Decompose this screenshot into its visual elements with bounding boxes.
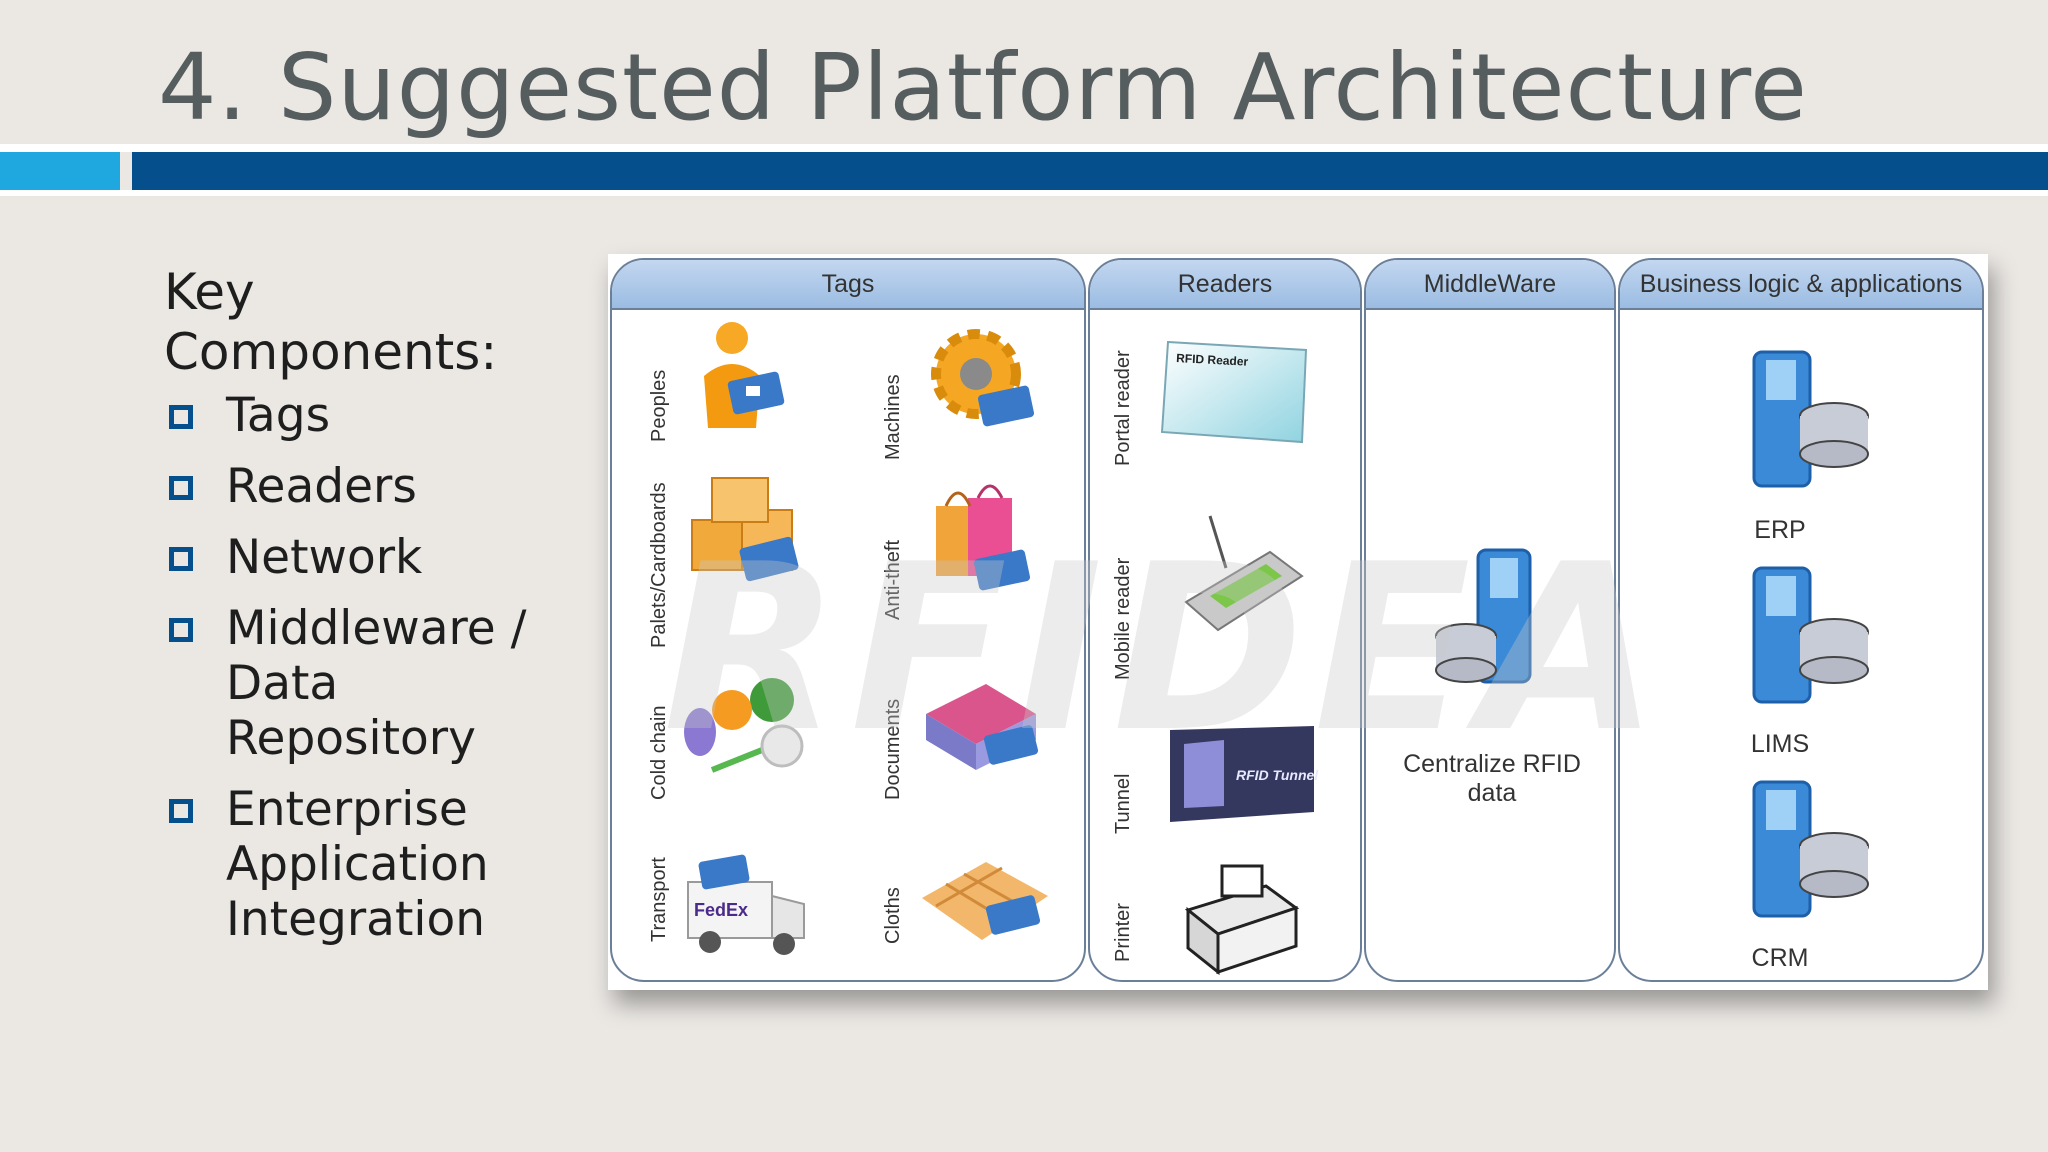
key-components-heading: Key Components: <box>164 262 584 382</box>
tag-label-peoples: Peoples <box>648 369 670 442</box>
tunnel-icon: RFID Tunnel <box>1170 726 1319 822</box>
tag-label-coldchain: Cold chain <box>648 705 670 800</box>
cloth-icon <box>922 862 1048 940</box>
list-item: Readers <box>164 459 584 514</box>
architecture-diagram: Tags Peoples Palets/Cardboards Cold chai… <box>608 254 1988 990</box>
list-item-text: Tags <box>226 388 331 443</box>
database-server-icon <box>1435 548 1532 684</box>
tag-label-transport: Transport <box>648 857 670 942</box>
tag-label-documents: Documents <box>882 698 904 800</box>
tags-column-header: Tags <box>612 260 1084 310</box>
middleware-caption-line-2: data <box>1467 779 1517 807</box>
divider-top <box>0 144 2048 152</box>
key-components-panel: Key Components: Tags Readers Network Mid… <box>164 262 584 963</box>
middleware-caption-line-1: Centralize RFID <box>1403 750 1581 778</box>
reader-label-portal: Portal reader <box>1112 350 1134 466</box>
reader-label-tunnel: Tunnel <box>1112 773 1134 834</box>
heading-line-2: Components: <box>164 323 498 381</box>
list-item-text: Repository <box>226 711 476 766</box>
mobile-reader-icon <box>1184 515 1304 632</box>
middleware-column-header: MiddleWare <box>1366 260 1614 310</box>
shopping-bag-icon <box>936 484 1031 591</box>
app-label-crm: CRM <box>1751 944 1809 972</box>
tunnel-sign: RFID Tunnel <box>1236 767 1319 783</box>
tags-column: Tags Peoples Palets/Cardboards Cold chai… <box>610 258 1086 982</box>
accent-bar-light <box>0 152 120 190</box>
middleware-caption: Centralize RFID data <box>1366 750 1614 808</box>
app-label-erp: ERP <box>1754 516 1806 544</box>
list-item: Enterprise Application Integration <box>164 782 584 947</box>
list-item: Middleware / Data Repository <box>164 601 584 766</box>
list-item-text: Data <box>226 656 339 711</box>
accent-bar-dark <box>132 152 2048 190</box>
square-bullet-icon <box>169 799 193 823</box>
component-list: Tags Readers Network Middleware / Data R… <box>164 388 584 947</box>
person-icon <box>704 322 785 428</box>
square-bullet-icon <box>169 547 193 571</box>
boxes-icon <box>691 477 799 582</box>
tag-label-palets: Palets/Cardboards <box>648 482 670 648</box>
tag-label-cloths: Cloths <box>882 887 904 944</box>
erp-server-icon <box>1752 350 1869 488</box>
portal-reader-icon: RFID Reader <box>1160 340 1308 444</box>
lims-server-icon <box>1752 566 1869 704</box>
gear-icon <box>931 329 1035 427</box>
business-column: Business logic & applications ERP LIMS C… <box>1618 258 1984 982</box>
readers-column-header: Readers <box>1090 260 1360 310</box>
app-label-lims: LIMS <box>1750 730 1810 758</box>
fedex-logo-text: FedEx <box>694 900 748 920</box>
list-item-text: Application <box>226 837 489 892</box>
produce-icon <box>684 678 804 773</box>
list-item: Tags <box>164 388 584 443</box>
truck-icon: FedEx <box>687 854 805 955</box>
square-bullet-icon <box>169 476 193 500</box>
reader-label-printer: Printer <box>1112 903 1134 962</box>
list-item-text: Integration <box>226 892 485 947</box>
readers-column: Readers Portal reader Mobile reader Tunn… <box>1088 258 1362 982</box>
business-column-header: Business logic & applications <box>1620 260 1982 310</box>
heading-line-1: Key <box>164 263 255 321</box>
reader-label-mobile: Mobile reader <box>1112 557 1134 680</box>
list-item-text: Network <box>226 530 423 585</box>
list-item-text: Readers <box>226 459 417 514</box>
printer-icon <box>1184 864 1300 976</box>
crm-server-icon <box>1752 780 1869 918</box>
list-item-text: Enterprise <box>226 782 468 837</box>
square-bullet-icon <box>169 618 193 642</box>
documents-icon <box>926 684 1039 770</box>
middleware-column: MiddleWare Centralize RFID data <box>1364 258 1616 982</box>
tag-label-antitheft: Anti-theft <box>882 539 904 620</box>
page-title: 4. Suggested Platform Architecture <box>158 34 1808 141</box>
portal-reader-sign: RFID Reader <box>1176 351 1249 369</box>
square-bullet-icon <box>169 405 193 429</box>
divider-bottom <box>0 190 2048 196</box>
tag-label-machines: Machines <box>882 374 904 460</box>
list-item: Network <box>164 530 584 585</box>
list-item-text: Middleware / <box>226 601 527 656</box>
